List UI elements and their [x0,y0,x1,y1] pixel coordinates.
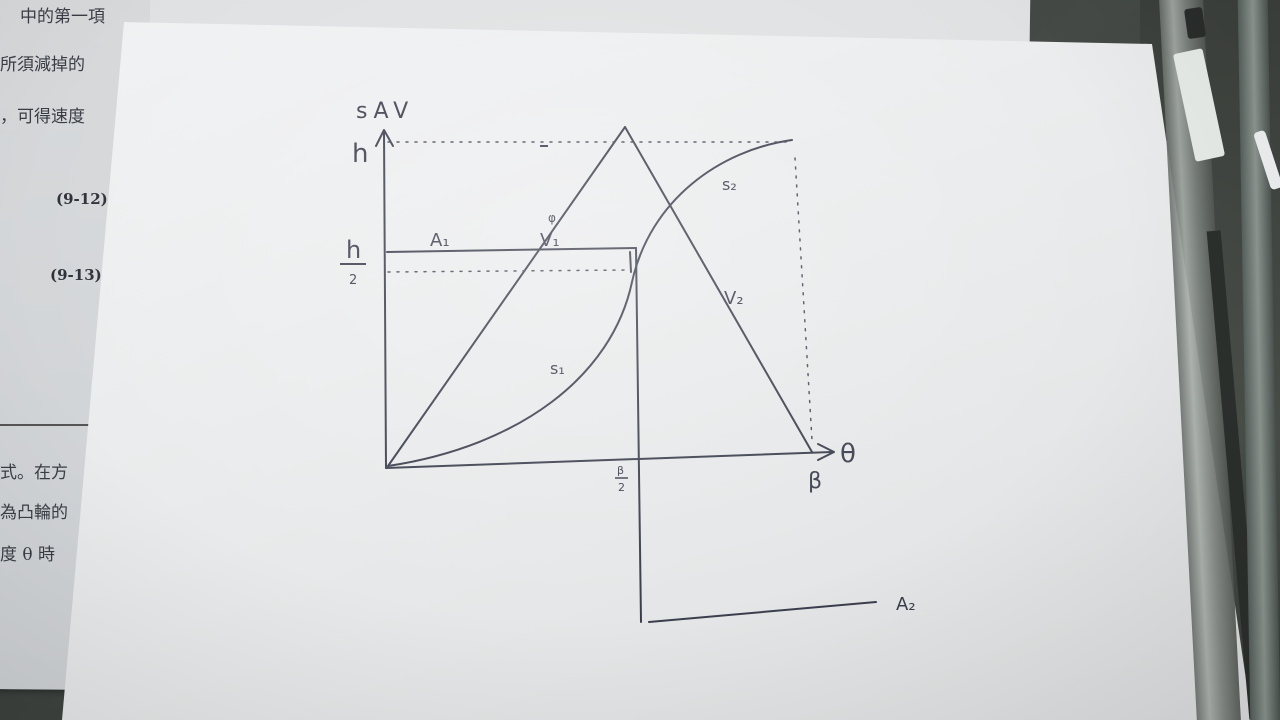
y-tick-half-denominator: 2 [349,273,357,288]
book-equation-9-13: (9-13) [50,266,102,284]
label-v2: V₂ [724,288,744,309]
small-mark: φ [548,211,556,225]
x-axis [385,451,833,469]
midpoint-tick [629,251,632,273]
y-axis-arrow-icon [375,129,394,147]
paper-sheet [62,22,1252,720]
book-line-4: 式。在方 [0,463,68,483]
book-line-6: 度 θ 時 [0,545,56,565]
acceleration-line-a2 [648,601,877,623]
label-a1: A₁ [430,230,450,251]
dotted-line-h-half [387,269,631,273]
dotted-line-beta [794,157,813,441]
x-tick-mid-denominator: 2 [618,481,625,494]
book-line-2: 所須減掉的 [0,55,85,75]
acceleration-line-a1 [386,247,637,253]
y-tick-h: h [352,139,368,169]
velocity-line-v1 [387,126,626,467]
book-line-3: ，可得速度 [0,107,85,127]
y-axis [383,131,387,469]
book-line-5: 為凸輪的 [0,503,68,523]
x-tick-mid-numerator: β [617,464,624,477]
label-s2: s₂ [722,175,737,194]
book-equation-9-12: (9-12) [56,190,108,208]
label-v1: V₁ [540,230,560,251]
x-axis-arrow-icon [817,443,835,461]
acceleration-drop [635,247,642,623]
x-tick-beta: β [808,469,822,494]
book-rule [0,424,100,426]
y-tick-half-numerator: h [346,236,361,264]
x-axis-label: θ [840,439,856,469]
velocity-line-v2 [624,126,813,453]
y-axis-label: sAV [356,99,414,124]
label-a2: A₂ [896,594,916,615]
book-line-1: 中的第一項 [20,7,105,27]
label-s1: s₁ [550,359,565,378]
displacement-curve [387,139,793,467]
